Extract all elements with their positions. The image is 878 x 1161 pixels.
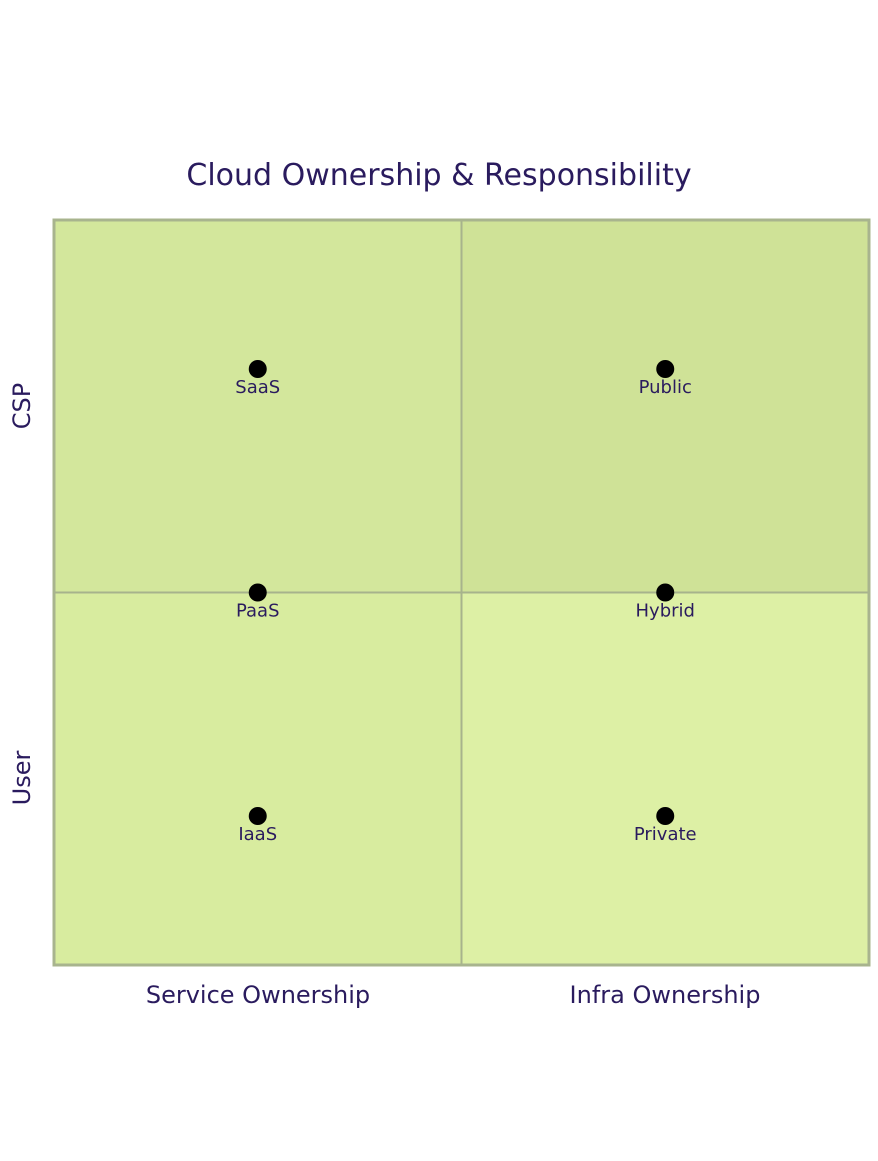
x-axis-left-label: Service Ownership	[146, 981, 370, 1009]
quadrant-bottom-right	[461, 592, 869, 965]
point-paas	[248, 583, 267, 602]
point-label-paas: PaaS	[236, 601, 280, 622]
point-label-private: Private	[634, 824, 697, 845]
y-axis-bottom-label: User	[8, 751, 36, 806]
point-label-iaas: IaaS	[238, 824, 277, 845]
point-label-public: Public	[639, 377, 692, 398]
point-iaas	[248, 807, 267, 825]
point-saas	[248, 360, 267, 378]
plot-border	[52, 218, 871, 967]
point-hybrid	[656, 583, 675, 602]
point-label-hybrid: Hybrid	[636, 601, 695, 622]
point-label-saas: SaaS	[235, 377, 280, 398]
chart-title: Cloud Ownership & Responsibility	[186, 158, 691, 193]
point-private	[656, 807, 675, 825]
quadrant-background	[54, 220, 869, 965]
y-axis-top-label: CSP	[8, 383, 36, 429]
quadrant-grid	[52, 218, 871, 967]
quadrant-bottom-left	[54, 592, 462, 965]
x-axis-right-label: Infra Ownership	[570, 981, 761, 1009]
quadrant-top-right	[461, 220, 869, 593]
point-public	[656, 360, 675, 378]
quadrant-top-left	[54, 220, 462, 593]
